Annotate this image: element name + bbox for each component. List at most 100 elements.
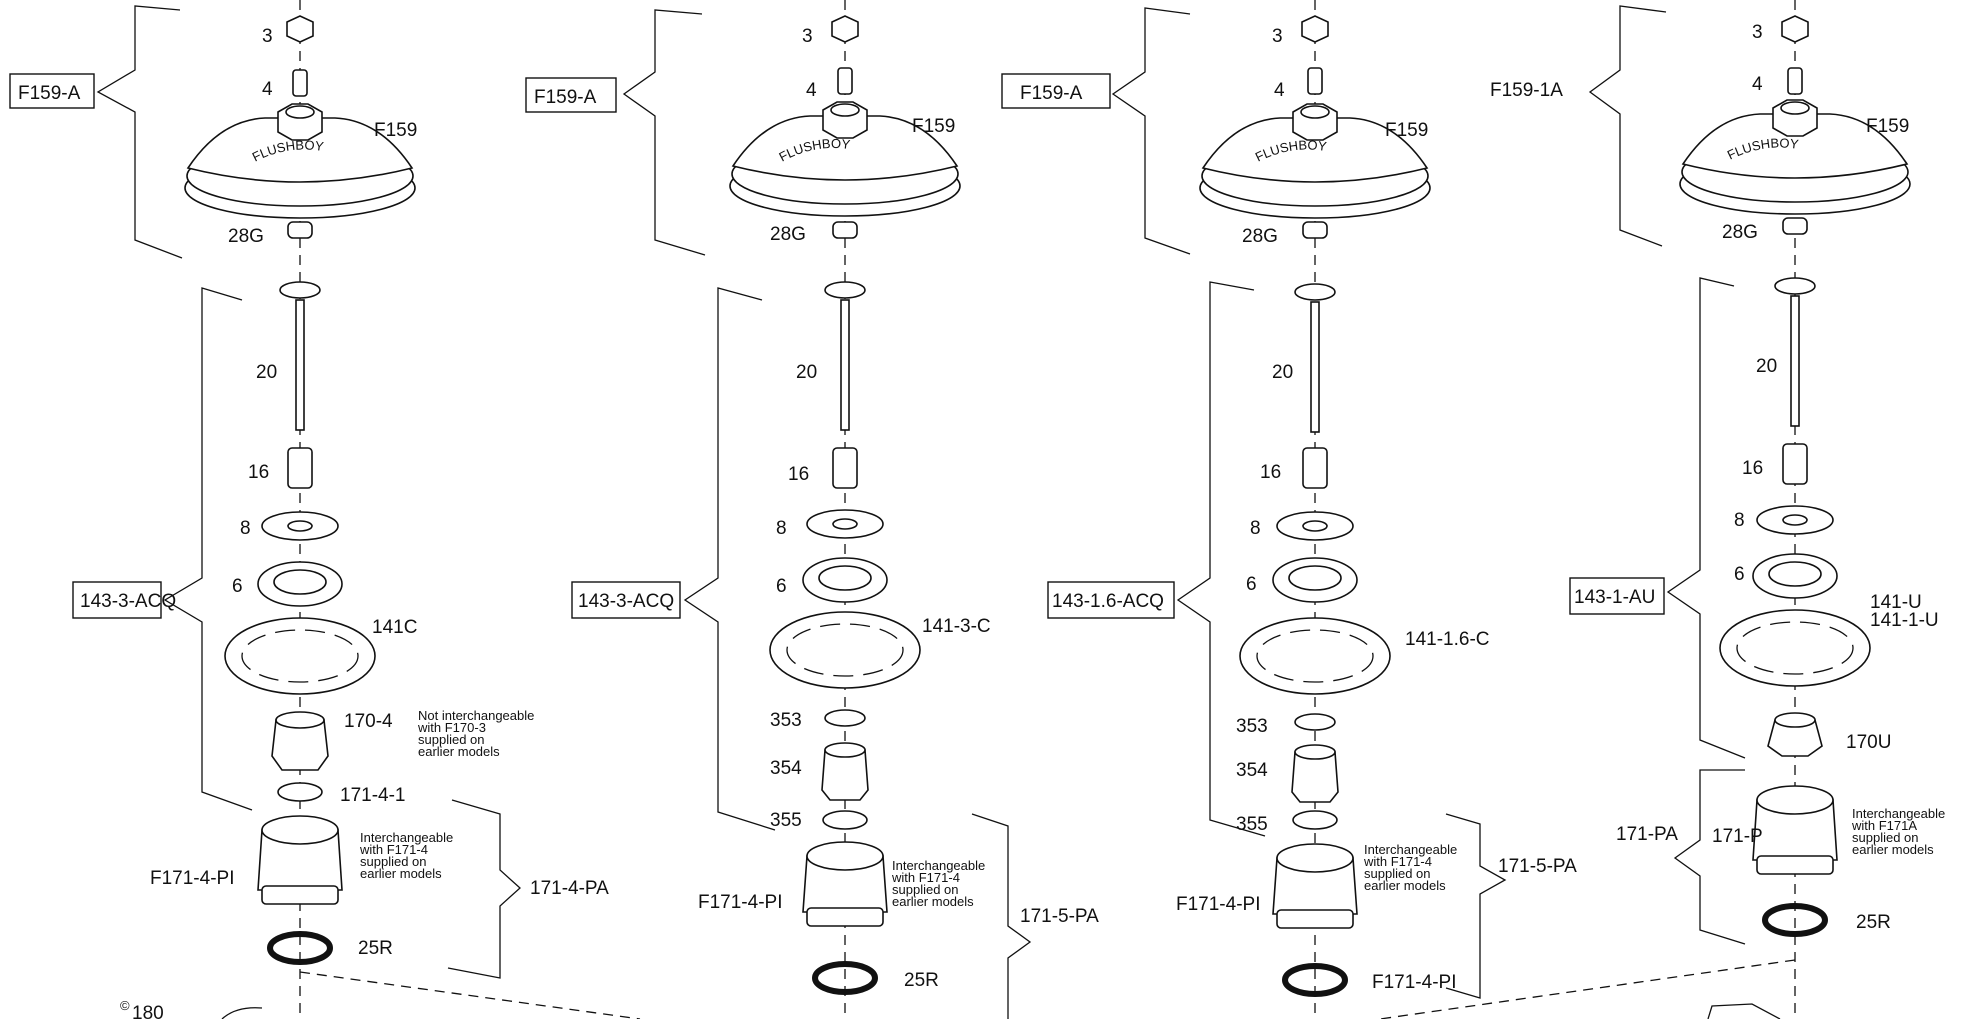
group-bracket: [1445, 813, 1507, 999]
washer-hole: [287, 520, 313, 532]
o-ring-part: [1762, 903, 1828, 937]
plunger-head: [824, 281, 866, 299]
part-label: 141-1.6-C: [1405, 629, 1490, 650]
diaphragm-dash: [1256, 629, 1374, 683]
part-label: 355: [1236, 814, 1268, 835]
diaphragm-dash: [786, 623, 904, 677]
body-top: [261, 815, 339, 845]
part-label: 28G: [228, 226, 264, 247]
group-bracket: [683, 287, 776, 831]
body-top: [806, 841, 884, 871]
body-base: [1276, 909, 1354, 929]
group-label-box: [9, 73, 95, 109]
body-top: [1756, 785, 1834, 815]
hex-nut-part: [1301, 15, 1329, 43]
note-text: earlier models: [418, 744, 500, 759]
group-bracket: [622, 9, 706, 256]
plunger-stem: [295, 299, 305, 431]
cap-dome: [1681, 113, 1909, 179]
nut-top: [1774, 712, 1816, 728]
body-base: [806, 907, 884, 927]
group-bracket: [447, 799, 521, 979]
part-label: 170U: [1846, 732, 1891, 753]
nut-top: [275, 711, 325, 729]
ring-inner: [1288, 565, 1342, 591]
group-bracket: [1666, 277, 1746, 759]
group-label: 171-4-PA: [530, 878, 609, 899]
part-label: F159: [912, 116, 955, 137]
part-label: 6: [232, 576, 243, 597]
part-label: 353: [1236, 716, 1268, 737]
seal-part: [1302, 221, 1328, 239]
body-base: [1756, 855, 1834, 875]
cap-dome: [186, 117, 414, 183]
washer-hole: [1302, 520, 1328, 532]
note-text: supplied on: [1852, 830, 1919, 845]
note-text: with F171-4: [359, 842, 428, 857]
connector-line: [1379, 959, 1796, 1019]
part-label: 28G: [1722, 222, 1758, 243]
part-label: 353: [770, 710, 802, 731]
group-label: F159-A: [18, 83, 81, 104]
thin-ring-part: [1292, 810, 1338, 830]
cap-hole: [1300, 105, 1330, 119]
part-label: 171-P: [1712, 826, 1763, 847]
group-label: F159-A: [1020, 83, 1083, 104]
note-text: supplied on: [360, 854, 427, 869]
note-text: supplied on: [892, 882, 959, 897]
column-1: F159-A 3 4 FLUSHBOY F159 28G 143-3-ACQ 2…: [9, 0, 609, 1019]
footer: © 180: [120, 959, 1796, 1019]
plunger-head: [1774, 277, 1816, 295]
note-text: with F171-4: [891, 870, 960, 885]
part-label: 354: [1236, 760, 1268, 781]
group-label: 171-PA: [1616, 824, 1678, 845]
part-label: 16: [248, 462, 269, 483]
part-label: F171-4-PI: [698, 892, 782, 913]
note-text: Interchangeable: [1852, 806, 1945, 821]
group-label: F159-A: [534, 87, 597, 108]
plunger-head: [279, 281, 321, 299]
part-label: 3: [802, 26, 813, 47]
part-label: 16: [788, 464, 809, 485]
footer-number: 180: [132, 1003, 164, 1019]
bushing-part: [287, 447, 313, 489]
note-text: Interchangeable: [892, 858, 985, 873]
o-ring-part: [1282, 963, 1348, 997]
part-label: 355: [770, 810, 802, 831]
part-label: F171-4-PI: [1176, 894, 1260, 915]
part-label: F159: [1385, 120, 1428, 141]
group-label: 171-5-PA: [1020, 906, 1099, 927]
diaphragm-part: [224, 617, 376, 695]
note-text: Not interchangeable: [418, 708, 534, 723]
note-text: earlier models: [360, 866, 442, 881]
part-label: 3: [262, 26, 273, 47]
group-label-box: [571, 581, 681, 619]
part-label: 25R: [358, 938, 393, 959]
hex-nut-part: [286, 15, 314, 43]
connector-line: [299, 971, 641, 1019]
diaphragm-part: [769, 611, 921, 689]
screw-part: [292, 69, 308, 97]
part-label: 354: [770, 758, 802, 779]
plunger-stem: [1790, 295, 1800, 427]
ring-inner: [1768, 561, 1822, 587]
group-bracket: [1176, 281, 1266, 837]
part-label: 141-1-U: [1870, 610, 1939, 631]
group-label-box: [1047, 581, 1175, 619]
bushing-part: [1302, 447, 1328, 489]
bushing-part: [1782, 443, 1808, 485]
part-label: 141-3-C: [922, 616, 991, 637]
part-label: 4: [262, 79, 273, 100]
screw-part: [837, 67, 853, 95]
part-label: 4: [1752, 74, 1763, 95]
group-label: F159-1A: [1490, 80, 1563, 101]
part-label: 8: [776, 518, 787, 539]
group-label: 143-3-ACQ: [578, 591, 674, 612]
part-label: 28G: [770, 224, 806, 245]
plunger-stem: [840, 299, 850, 431]
group-label-box: [525, 77, 617, 113]
note-text: supplied on: [418, 732, 485, 747]
note-text: Interchangeable: [1364, 842, 1457, 857]
cap-hole: [830, 103, 860, 117]
